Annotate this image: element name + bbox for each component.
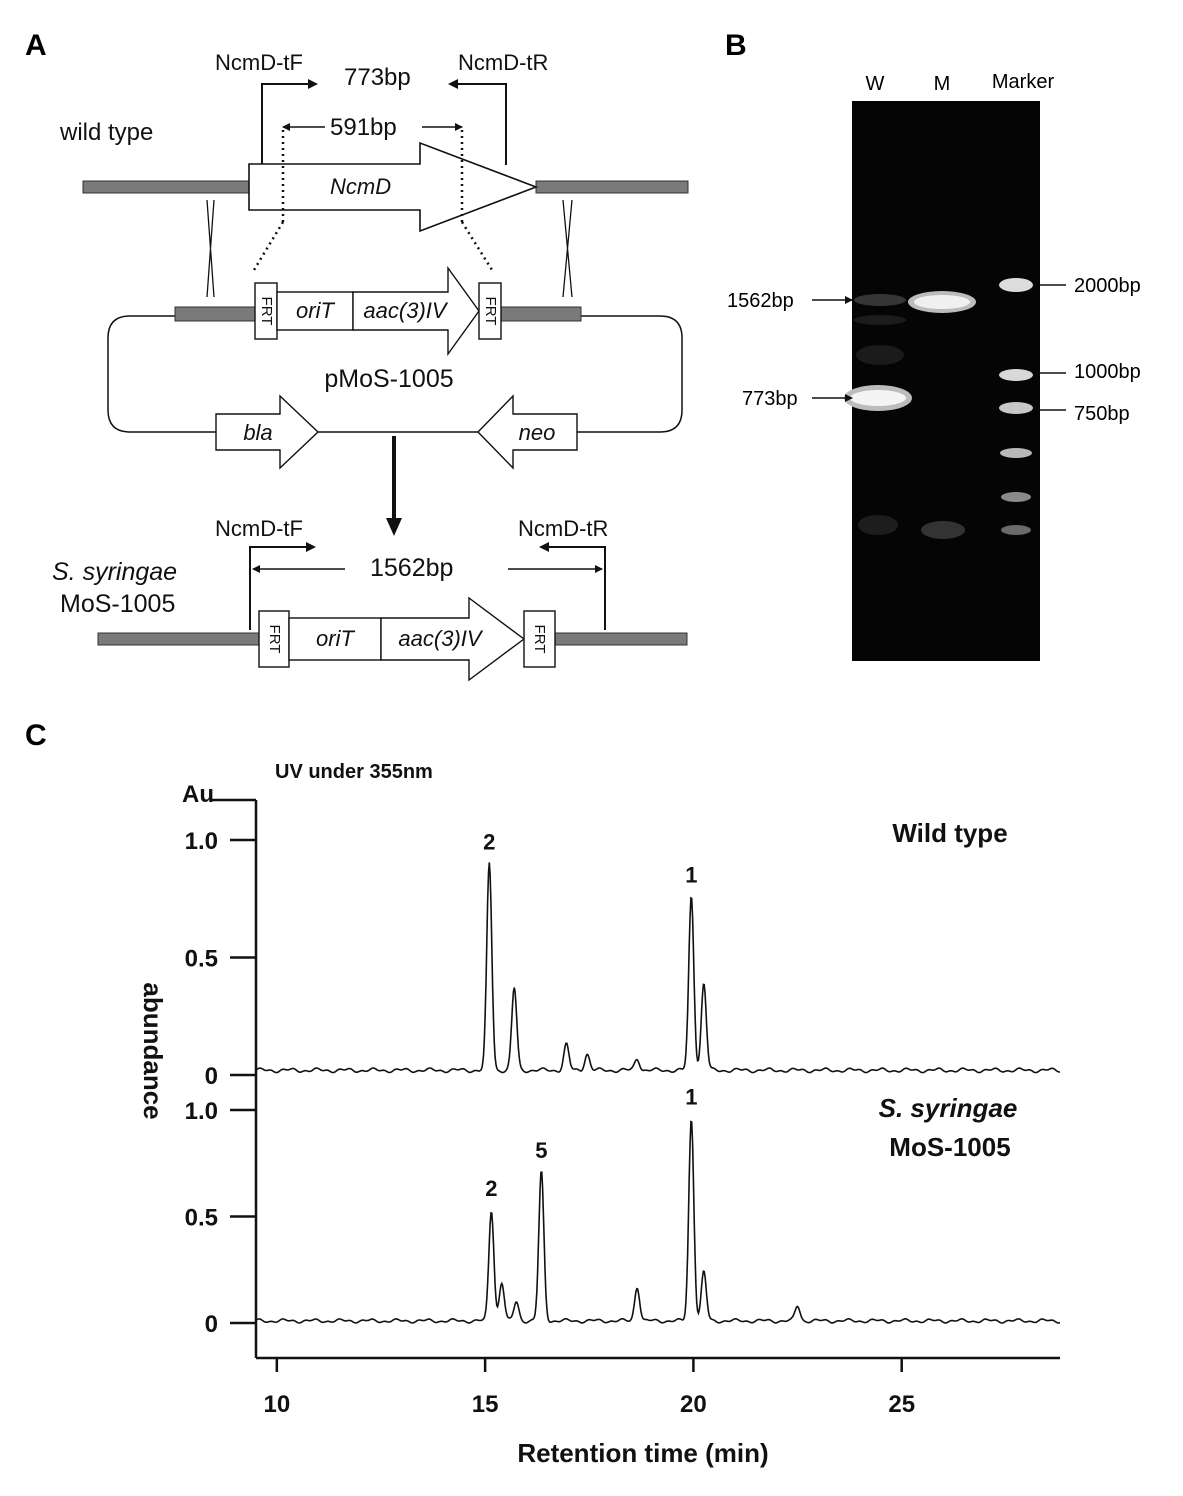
- trace-line: [255, 1120, 1061, 1324]
- mut-frt-left: [258, 610, 290, 668]
- x-tick-label: 20: [680, 1391, 707, 1418]
- ncmd-gene-arrow: [248, 141, 539, 233]
- peak-label: 1: [685, 862, 697, 887]
- wt-size-label: 773bp: [344, 64, 411, 91]
- y-axis-label: abundance: [138, 982, 168, 1119]
- wt-flank-left: [82, 180, 252, 194]
- crossover-left: [206, 199, 215, 298]
- primer-f-label: NcmD-tF: [215, 50, 303, 75]
- peak-label: 5: [535, 1138, 547, 1163]
- x-tick-label: 10: [263, 1391, 290, 1418]
- mutant-primer-f-label: NcmD-tF: [215, 516, 303, 541]
- mut-frt-right-label: FRT: [531, 625, 548, 654]
- peak-label: 2: [485, 1176, 497, 1201]
- x-axis-label: Retention time (min): [517, 1438, 768, 1468]
- peak-label: 1: [685, 1085, 697, 1110]
- inner-size-label: 591bp: [330, 114, 397, 141]
- mut-aac-arrow: [380, 596, 526, 682]
- y-tick-label: 0: [205, 1063, 218, 1090]
- gel-left-label-773: 773bp: [742, 388, 798, 410]
- gel-left-label-1562: 1562bp: [727, 290, 794, 312]
- chart-title: UV under 355nm: [275, 761, 433, 783]
- mut-orit-label: oriT: [316, 626, 355, 651]
- lane-label-m: M: [934, 73, 951, 95]
- y-unit-label: Au: [182, 781, 214, 808]
- recombination-arrow-head: [386, 518, 402, 536]
- dotted-diag-right: [460, 221, 494, 271]
- mut-aac-label: aac(3)IV: [398, 626, 483, 651]
- mutant-primer-r-label: NcmD-tR: [518, 516, 608, 541]
- trace-label-wild: Wild type: [892, 818, 1007, 848]
- wild-type-label: wild type: [59, 119, 153, 146]
- gel-image: [844, 101, 1040, 661]
- neo-label: neo: [519, 420, 556, 445]
- y-tick-label: 0: [205, 1311, 218, 1338]
- plasmid-orit-label: oriT: [296, 298, 335, 323]
- panel-label-a: A: [25, 29, 47, 62]
- y-tick-label: 1.0: [185, 1098, 218, 1125]
- y-tick-label: 0.5: [185, 946, 218, 973]
- primer-f-arrow: [261, 79, 318, 165]
- trace-label-mut-strain: MoS-1005: [889, 1132, 1010, 1162]
- mutant-primer-r-arrow: [539, 542, 606, 630]
- mutant-primer-f-arrow: [249, 542, 316, 630]
- plasmid-orit-box: [276, 291, 354, 331]
- panel-label-b: B: [725, 29, 747, 62]
- plasmid-frt-right: [478, 282, 502, 340]
- panel-label-c: C: [25, 719, 47, 752]
- bla-label: bla: [243, 420, 272, 445]
- wt-flank-right: [535, 180, 689, 194]
- plasmid-backbone: [107, 315, 683, 433]
- plasmid-aac-label: aac(3)IV: [363, 298, 448, 323]
- plasmid-flank-right: [500, 306, 582, 322]
- mut-frt-left-label: FRT: [266, 625, 283, 654]
- mut-flank-left: [97, 632, 261, 646]
- marker-label-750: 750bp: [1074, 403, 1130, 425]
- lane-label-w: W: [866, 73, 885, 95]
- trace-line: [255, 862, 1061, 1074]
- mut-orit-box: [288, 617, 382, 661]
- mut-size-label: 1562bp: [370, 554, 453, 582]
- plasmid-flank-left: [174, 306, 256, 322]
- plasmid-frt-left-label: FRT: [258, 297, 275, 326]
- plasmid-frt-right-label: FRT: [482, 297, 499, 326]
- plasmid-aac-arrow: [352, 265, 480, 357]
- peak-label: 2: [483, 830, 495, 855]
- mutant-species-label: S. syringae: [52, 558, 177, 586]
- lane-label-marker: Marker: [992, 71, 1055, 93]
- y-tick-label: 0.5: [185, 1205, 218, 1232]
- neo-gene-arrow: [477, 394, 578, 470]
- crossover-right: [562, 199, 573, 298]
- marker-label-2000: 2000bp: [1074, 275, 1141, 297]
- marker-label-1000: 1000bp: [1074, 361, 1141, 383]
- mut-frt-right: [523, 610, 556, 668]
- primer-r-label: NcmD-tR: [458, 50, 548, 75]
- primer-r-arrow: [448, 79, 507, 165]
- y-tick-label: 1.0: [185, 828, 218, 855]
- x-tick-label: 15: [472, 1391, 499, 1418]
- gene-label: NcmD: [330, 174, 391, 199]
- trace-label-mut-species: S. syringae: [879, 1093, 1018, 1123]
- x-tick-label: 25: [888, 1391, 915, 1418]
- mut-flank-right: [554, 632, 688, 646]
- plasmid-name: pMoS-1005: [324, 365, 453, 393]
- mutant-strain-label: MoS-1005: [60, 590, 175, 618]
- dotted-diag-left: [252, 221, 285, 271]
- bla-gene-arrow: [215, 394, 320, 470]
